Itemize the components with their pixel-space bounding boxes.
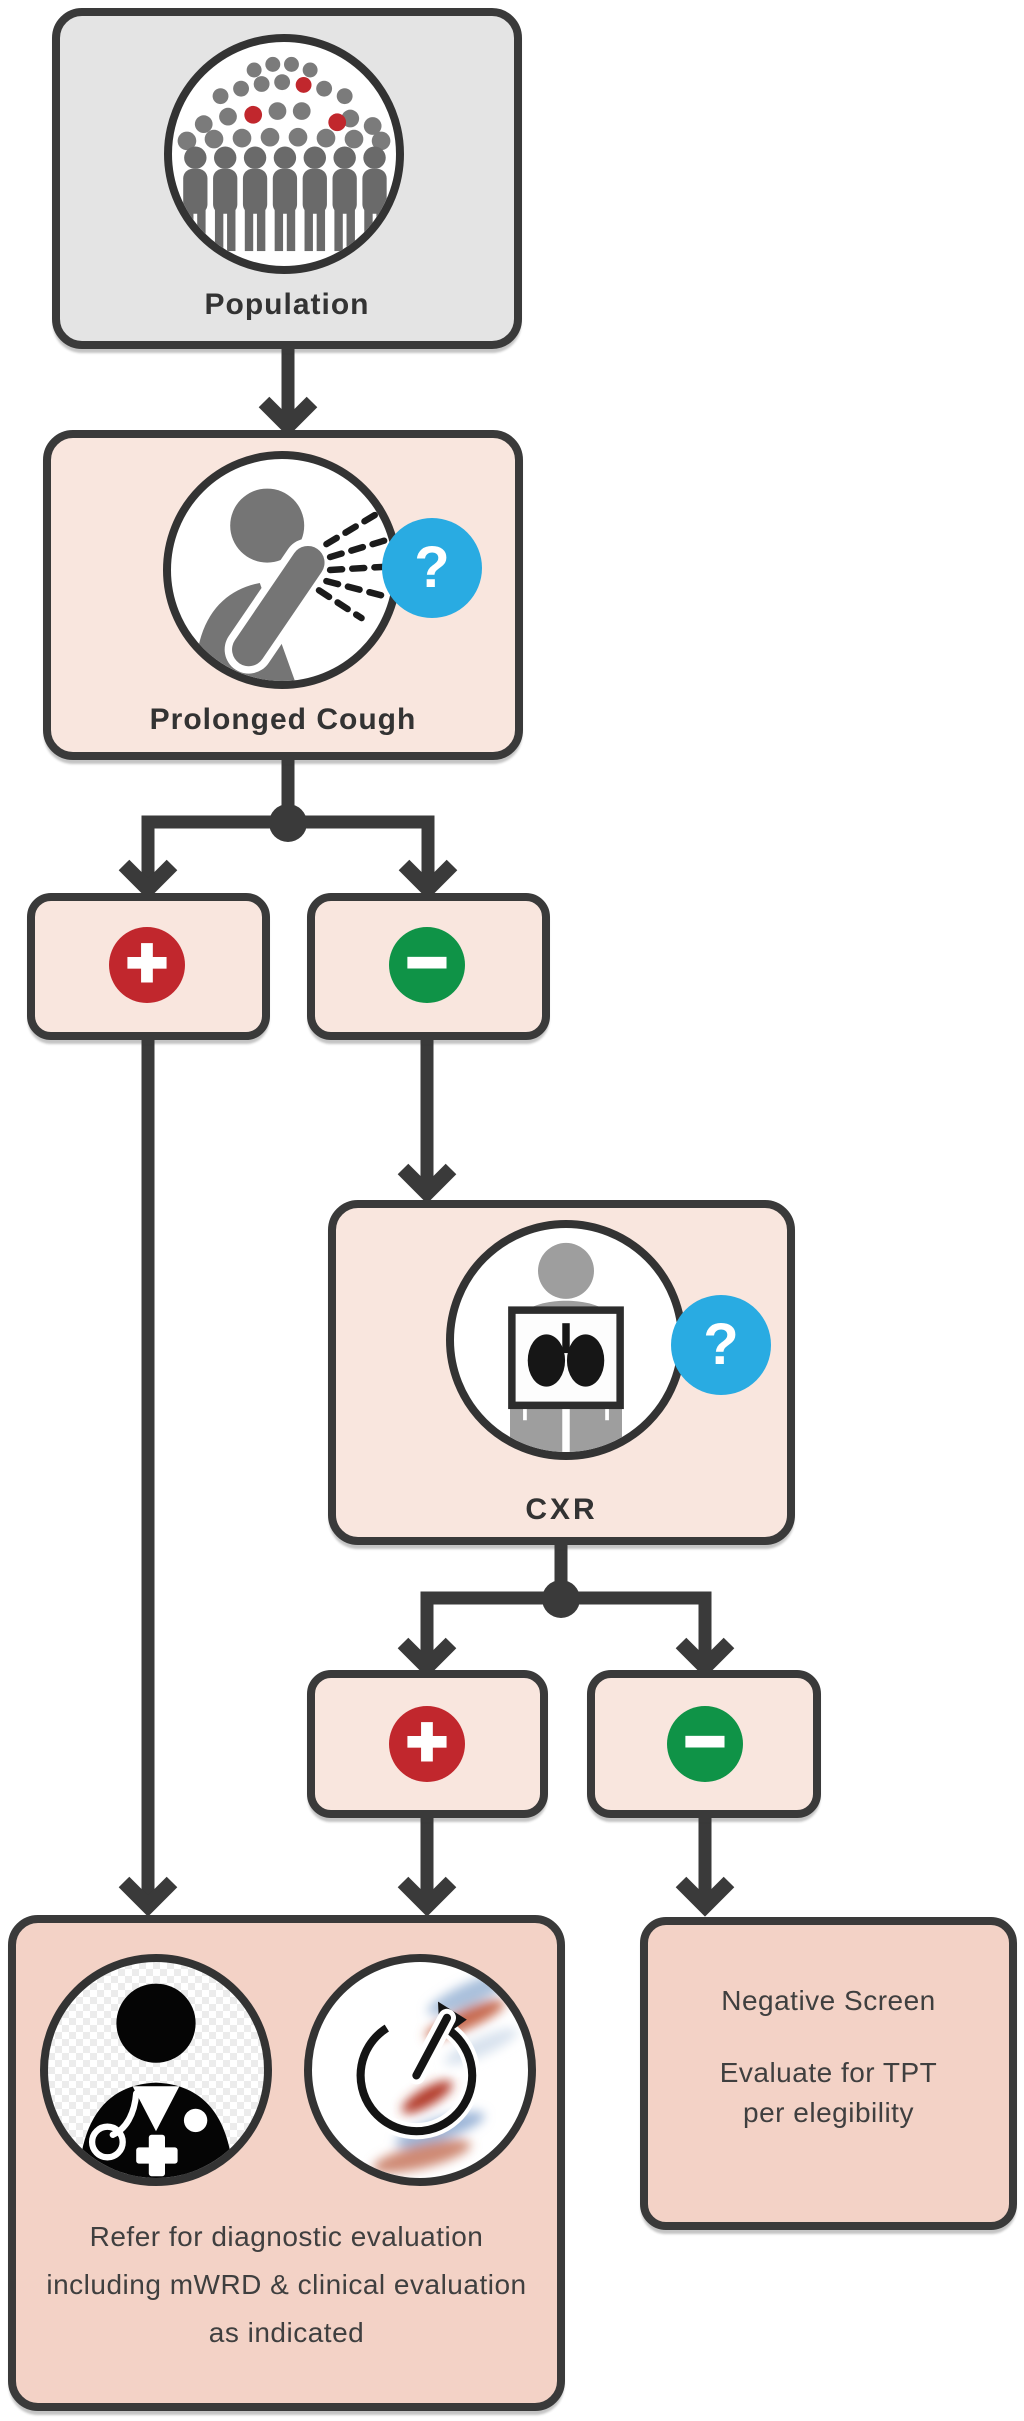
- lungs-shape: [527, 1323, 605, 1387]
- retest-ring: [352, 2001, 481, 2140]
- coughing-person-graphic: [195, 488, 393, 681]
- population-label: Population: [204, 288, 370, 321]
- negative-sign-icon: −: [667, 1702, 743, 1782]
- arrow-population-to-cough: [258, 349, 318, 437]
- positive-sign-icon: +: [109, 923, 185, 1003]
- question-mark-badge: ?: [671, 1295, 771, 1395]
- node-cxr-negative: −: [587, 1670, 821, 1818]
- refer-line-1: Refer for diagnostic evaluation: [89, 2221, 484, 2252]
- plus-glyph: +: [405, 1702, 450, 1780]
- chest-xray-icon: [446, 1220, 686, 1460]
- question-mark-badge: ?: [382, 518, 482, 618]
- minus-glyph: −: [683, 1702, 728, 1780]
- infected-person-dots: [244, 77, 347, 132]
- text-gap: [648, 2021, 1009, 2053]
- doctor-graphic: [78, 1983, 234, 2178]
- branch-cxr: [397, 1545, 735, 1678]
- node-prolonged-cough: ? Prolonged Cough: [43, 430, 523, 760]
- node-cough-positive: +: [27, 893, 270, 1040]
- doctor-icon: [40, 1954, 272, 2186]
- prolonged-cough-label: Prolonged Cough: [149, 703, 417, 736]
- arrow-cough-negative-to-cxr: [397, 1040, 457, 1204]
- node-negative-screen: Negative Screen Evaluate for TPT per ele…: [640, 1917, 1017, 2230]
- plus-glyph: +: [125, 923, 170, 1001]
- arrow-cxr-negative-to-negative-screen: [675, 1818, 735, 1917]
- negative-screen-line-1: Negative Screen: [721, 1985, 936, 2016]
- negative-screen-line-2: Evaluate for TPT: [719, 2057, 938, 2088]
- refer-line-3: as indicated: [208, 2317, 365, 2348]
- node-population: Population: [52, 8, 522, 349]
- minus-glyph: −: [405, 923, 450, 1001]
- question-mark: ?: [703, 1312, 739, 1377]
- positive-sign-icon: +: [389, 1702, 465, 1782]
- coughing-person-icon: [163, 451, 401, 689]
- arrow-cxr-positive-to-refer: [397, 1818, 457, 1917]
- negative-screen-line-3: per elegibility: [743, 2097, 914, 2128]
- refer-line-2: including mWRD & clinical evaluation: [46, 2269, 527, 2300]
- crowd-icon: [164, 34, 404, 274]
- cxr-label: CXR: [525, 1493, 598, 1526]
- negative-screen-text: Negative Screen Evaluate for TPT per ele…: [648, 1981, 1009, 2133]
- medical-cross: [136, 2134, 178, 2177]
- refer-text: Refer for diagnostic evaluation includin…: [16, 2213, 557, 2357]
- node-cough-negative: −: [307, 893, 550, 1040]
- question-mark: ?: [414, 535, 450, 600]
- node-refer-diagnostic: Refer for diagnostic evaluation includin…: [8, 1915, 565, 2411]
- node-cxr: ? CXR: [328, 1200, 795, 1545]
- chest-xray-graphic: [508, 1242, 624, 1452]
- branch-cough: [118, 760, 458, 900]
- dna-helix-background: [372, 1970, 518, 2174]
- negative-sign-icon: −: [389, 923, 465, 1003]
- crowd-icon-graphic: [177, 56, 391, 252]
- node-cxr-positive: +: [307, 1670, 548, 1818]
- arrow-cough-positive-to-refer: [118, 1040, 178, 1917]
- molecular-test-icon: [304, 1954, 536, 2186]
- molecular-test-graphic: [352, 1970, 518, 2174]
